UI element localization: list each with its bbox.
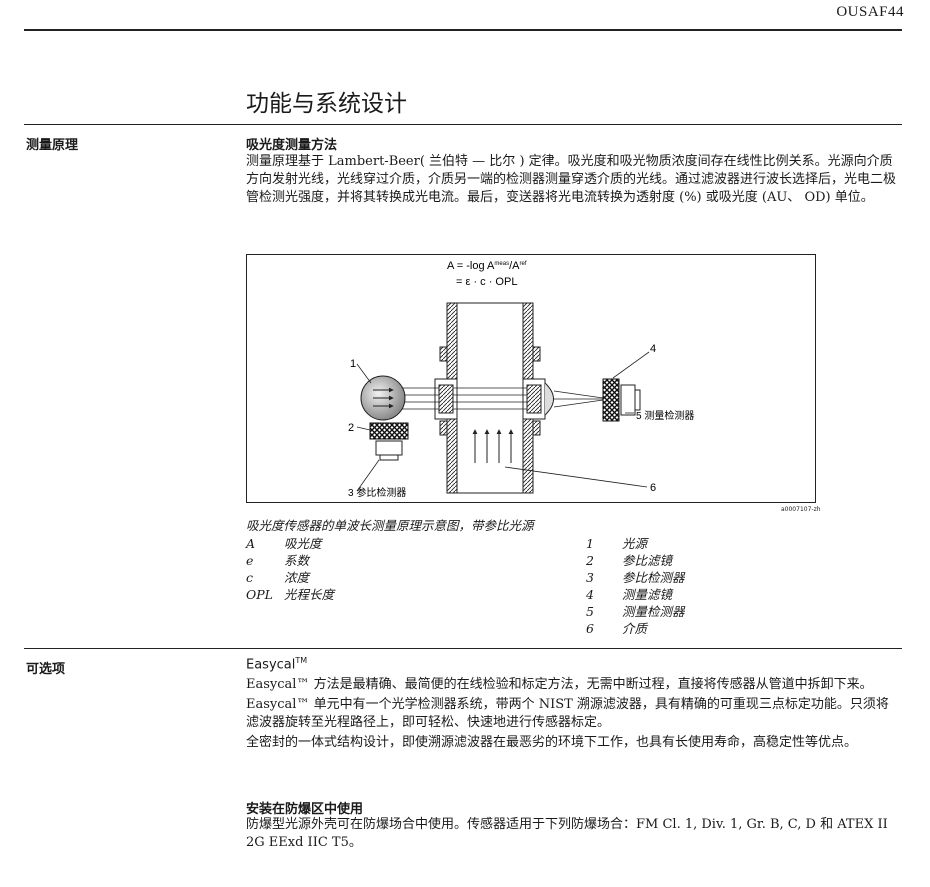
legend-value: 介质 <box>622 621 648 636</box>
hazardous-area-text: 防爆型光源外壳可在防爆场合中使用。传感器适用于下列防爆场合：FM Cl. 1, … <box>246 817 888 850</box>
heading-absorbance-method: 吸光度测量方法 <box>246 138 338 153</box>
label-2: 2 <box>348 422 354 434</box>
measuring-principle-diagram: A = -log Ameas/Aref = ε · c · OPL <box>246 254 816 503</box>
label-4: 4 <box>650 343 656 355</box>
legend-row: e 系数 <box>246 552 334 569</box>
callout-lines <box>356 351 650 492</box>
legend-value: 参比检测器 <box>622 570 685 585</box>
legend-key: 2 <box>586 553 594 568</box>
legend-row: 1 光源 <box>586 535 685 552</box>
legend-symbols: A 吸光度 e 系数 c 浓度 OPL 光程长度 <box>246 535 334 603</box>
legend-key: 1 <box>586 536 594 551</box>
reference-filter <box>369 422 409 440</box>
legend-row: c 浓度 <box>246 569 334 586</box>
figure-id: a0007107-zh <box>781 506 821 513</box>
legend-value: 浓度 <box>284 570 310 585</box>
options-paragraph: Easycal™ 单元中有一个光学检测器系统，带两个 NIST 溯源滤波器，具有… <box>246 697 889 730</box>
legend-key: c <box>246 570 254 585</box>
diagram-svg: A = -log Ameas/Aref = ε · c · OPL <box>348 260 694 499</box>
heading-easycal: EasycalTM <box>246 656 307 672</box>
flow-arrows <box>472 429 514 463</box>
light-source <box>360 375 406 421</box>
hazardous-area-paragraph: 防爆型光源外壳可在防爆场合中使用。传感器适用于下列防爆场合：FM Cl. 1, … <box>246 816 896 854</box>
light-beams <box>395 387 604 410</box>
side-label-options: 可选项 <box>26 662 66 677</box>
section-rule-measuring <box>24 124 902 125</box>
header-rule <box>24 29 902 31</box>
measuring-detector <box>620 384 641 416</box>
legend-key: 6 <box>586 621 594 636</box>
legend-row: A 吸光度 <box>246 535 334 552</box>
legend-key: 4 <box>586 587 594 602</box>
label-5: 5 测量检测器 <box>636 409 694 422</box>
legend-key: e <box>246 553 254 568</box>
document-id: OUSAF44 <box>836 4 904 20</box>
legend-key: 5 <box>586 604 594 619</box>
legend-value: 光源 <box>622 536 648 551</box>
heading-easycal-text: Easycal <box>246 657 296 673</box>
legend-key: OPL <box>246 587 273 602</box>
legend-row: OPL 光程长度 <box>246 586 334 603</box>
legend-row: 2 参比滤镜 <box>586 552 685 569</box>
reference-detector <box>375 440 403 461</box>
side-label-measuring: 测量原理 <box>26 138 79 153</box>
options-paragraph: Easycal™ 方法是最精确、最简便的在线检验和标定方法，无需中断过程，直接将… <box>246 677 873 692</box>
figure-caption: 吸光度传感器的单波长测量原理示意图，带参比光源 <box>246 518 534 533</box>
legend-value: 测量滤镜 <box>622 587 673 602</box>
legend-row: 6 介质 <box>586 620 685 637</box>
legend-value: 参比滤镜 <box>622 553 673 568</box>
pipe <box>434 302 554 494</box>
label-1: 1 <box>350 358 356 370</box>
page-title: 功能与系统设计 <box>246 91 407 117</box>
heading-easycal-tm: TM <box>295 656 308 665</box>
formula-line-2: = ε · c · OPL <box>456 276 517 288</box>
legend-key: 3 <box>586 570 594 585</box>
legend-value: 吸光度 <box>284 536 322 551</box>
section-rule-options <box>24 648 902 649</box>
measuring-paragraph-text: 测量原理基于 Lambert-Beer( 兰伯特 — 比尔 ) 定律。吸光度和吸… <box>246 154 897 205</box>
legend-row: 3 参比检测器 <box>586 569 685 586</box>
options-paragraphs: Easycal™ 方法是最精确、最简便的在线检验和标定方法，无需中断过程，直接将… <box>246 676 896 754</box>
legend-row: 5 测量检测器 <box>586 603 685 620</box>
legend-value: 系数 <box>284 553 310 568</box>
label-6: 6 <box>650 482 656 494</box>
formula-line-1: A = -log Ameas/Aref <box>447 260 527 272</box>
measuring-paragraph: 测量原理基于 Lambert-Beer( 兰伯特 — 比尔 ) 定律。吸光度和吸… <box>246 153 896 209</box>
legend-value: 光程长度 <box>284 587 335 602</box>
legend-components: 1 光源 2 参比滤镜 3 参比检测器 4 测量滤镜 5 测量检测器 6 介质 <box>586 535 685 637</box>
label-3: 3 参比检测器 <box>348 486 406 499</box>
legend-row: 4 测量滤镜 <box>586 586 685 603</box>
measuring-filter <box>602 378 620 422</box>
heading-hazardous-area: 安装在防爆区中使用 <box>246 802 364 817</box>
options-paragraph: 全密封的一体式结构设计，即使溯源滤波器在最恶劣的环境下工作，也具有长使用寿命，高… <box>246 735 858 750</box>
legend-value: 测量检测器 <box>622 604 685 619</box>
legend-key: A <box>246 536 256 551</box>
